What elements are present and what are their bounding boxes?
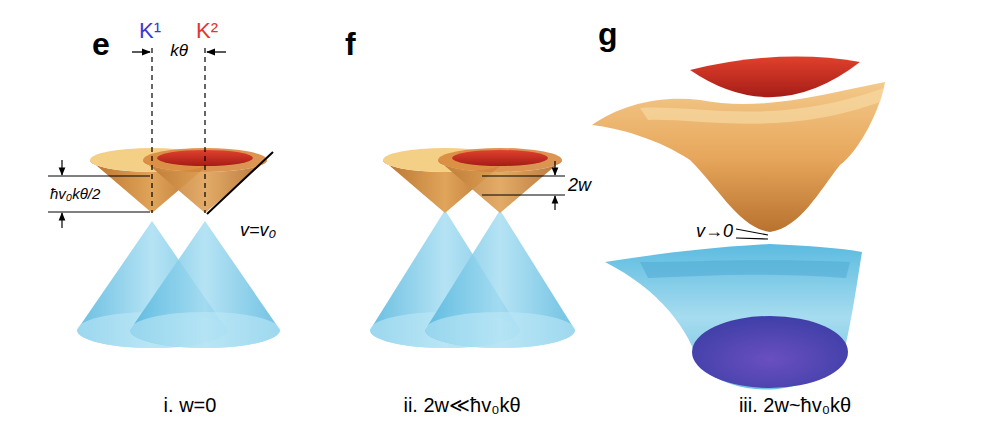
velocity-label: v→0 (696, 221, 733, 242)
dimension-label: 2w (568, 175, 591, 196)
valley-label: K² (196, 18, 218, 43)
panel-g-bands (592, 57, 885, 390)
panel-letter: g (598, 16, 618, 53)
panel-letter: f (345, 26, 356, 63)
panel-f-cones (370, 148, 575, 348)
dimension-label: ħv₀kθ/2 (48, 185, 102, 202)
panel-caption: i. w=0 (164, 394, 217, 417)
dimension-label: kθ (170, 41, 188, 61)
panel-caption: iii. 2w~ħv₀kθ (739, 394, 851, 417)
panel-caption: ii. 2w≪ħv₀kθ (403, 394, 520, 417)
valley-label: K¹ (139, 18, 161, 43)
panel-letter: e (92, 26, 110, 63)
panel-e-cones (48, 48, 280, 348)
velocity-label: v=v₀ (240, 220, 276, 241)
